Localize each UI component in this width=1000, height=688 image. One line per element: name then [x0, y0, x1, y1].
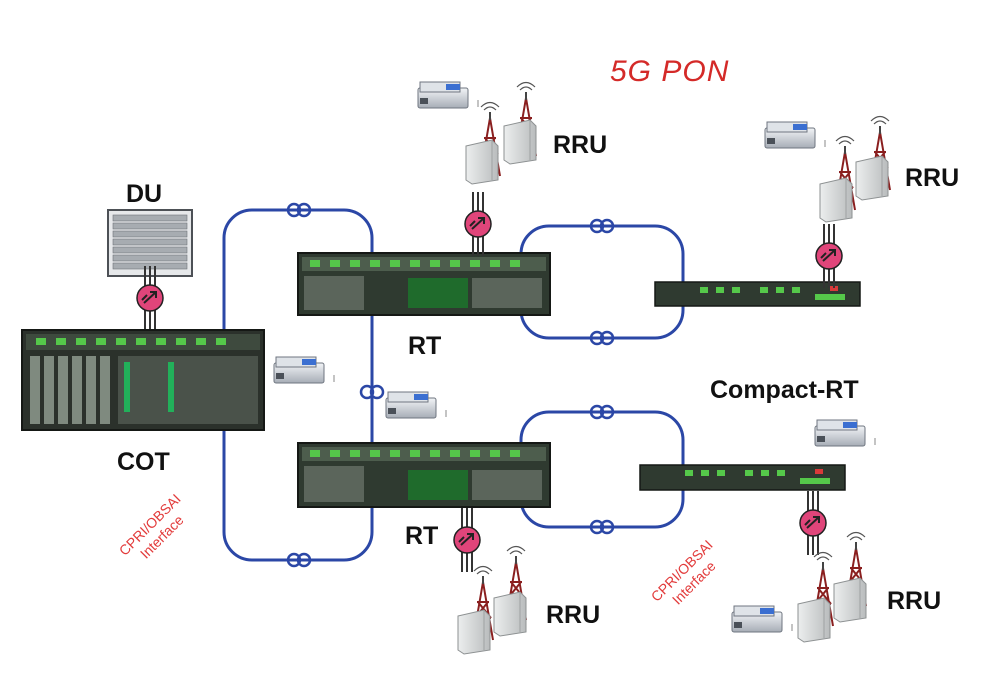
- optical-connector-icon: [815, 223, 843, 289]
- rru-group-bottom-center: [457, 545, 527, 655]
- sfp-transceiver-icon: [814, 419, 876, 447]
- rru-unit-icon: [457, 609, 491, 655]
- rru-unit-icon: [493, 591, 527, 637]
- du-server: [107, 209, 193, 277]
- optical-connector-icon: [464, 191, 492, 257]
- rru-bottom-right-label: RRU: [887, 587, 942, 615]
- fiber-loop-icon: [359, 384, 385, 400]
- sfp-transceiver-icon: [273, 356, 335, 384]
- sfp-transceiver-icon: [417, 81, 479, 109]
- rru-unit-icon: [503, 119, 537, 165]
- rru-unit-icon: [855, 155, 889, 201]
- optical-connector-icon: [799, 490, 827, 556]
- rru-top-center-label: RRU: [553, 131, 608, 159]
- rru-bottom-center-label: RRU: [546, 601, 601, 629]
- du-label: DU: [126, 180, 163, 208]
- rru-unit-icon: [833, 577, 867, 623]
- rru-unit-icon: [819, 177, 853, 223]
- rru-group-top-center: [465, 81, 537, 185]
- cot-label: COT: [117, 448, 170, 476]
- rt-bottom-label: RT: [405, 522, 439, 550]
- diagram-title: 5G PON: [610, 55, 730, 88]
- rru-top-right-label: RRU: [905, 164, 960, 192]
- compact-rt-top: [654, 281, 861, 307]
- rru-unit-icon: [465, 139, 499, 185]
- rru-unit-icon: [797, 597, 831, 643]
- sfp-transceiver-icon: [731, 605, 793, 633]
- rt-top-chassis: [297, 252, 551, 316]
- rru-group-top-right: [819, 115, 891, 223]
- cot-chassis: [21, 329, 265, 431]
- sfp-transceiver-icon: [764, 121, 826, 149]
- sfp-transceiver-icon: [385, 391, 447, 419]
- rt-top-label: RT: [408, 332, 442, 360]
- compact-rt-bottom: [639, 464, 846, 491]
- optical-connector-icon: [453, 507, 481, 573]
- rt-bottom-chassis: [297, 442, 551, 508]
- compact-rt-label: Compact-RT: [710, 376, 859, 404]
